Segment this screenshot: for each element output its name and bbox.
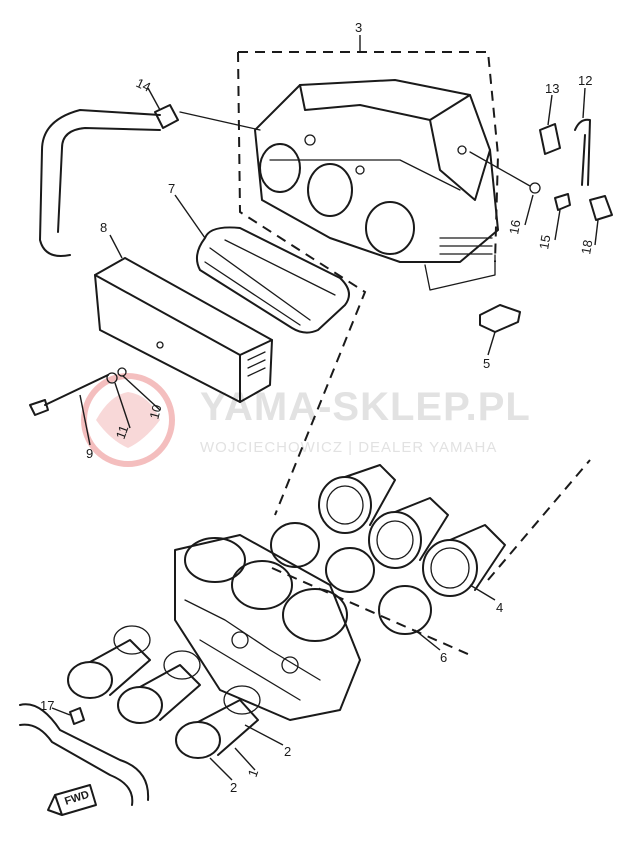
cover-bolt-assembly (29, 367, 127, 416)
air-cleaner-cover (94, 257, 273, 403)
case-port-middle (307, 163, 353, 217)
callout-2-lower: 2 (230, 780, 237, 795)
callout-2-upper: 2 (284, 744, 291, 759)
case-port-right (365, 201, 415, 255)
callout-13: 13 (545, 81, 559, 96)
callout-1: 1 (245, 767, 262, 779)
upper-clamps (270, 522, 432, 635)
callout-11: 11 (113, 423, 132, 441)
breather-pipe (19, 703, 150, 806)
seal-icon (117, 367, 127, 377)
callout-14: 14 (134, 75, 153, 95)
filter-element (195, 226, 350, 334)
callout-8: 8 (100, 220, 107, 235)
callout-labels: 3 14 13 12 7 8 16 15 18 5 9 11 10 4 6 17… (40, 20, 595, 795)
callout-5: 5 (483, 356, 490, 371)
callout-9: 9 (86, 446, 93, 461)
leader-lines (51, 35, 599, 781)
callout-7: 7 (168, 181, 175, 196)
block-part-5 (479, 304, 521, 333)
forward-arrow-icon: FWD (47, 784, 97, 816)
callout-17: 17 (40, 698, 54, 713)
callout-16: 16 (506, 219, 523, 236)
washer-icon (106, 372, 118, 384)
watermark-title: YAMA-SKLEP.PL (200, 385, 531, 429)
callout-6: 6 (440, 650, 447, 665)
case-port-left (259, 143, 301, 193)
callout-12: 12 (578, 73, 592, 88)
callout-18: 18 (578, 239, 595, 256)
lower-manifolds (67, 625, 261, 759)
hose-and-fittings (39, 104, 613, 257)
carburetor-bank (174, 534, 361, 721)
watermark-subtitle: WOJCIECHOWICZ | DEALER YAMAHA (200, 439, 497, 456)
watermark: YAMA-SKLEP.PL WOJCIECHOWICZ | DEALER YAM… (81, 373, 531, 467)
intake-joints (318, 464, 506, 597)
assembly-boundary (237, 51, 591, 656)
callout-10: 10 (146, 403, 164, 421)
callout-4: 4 (496, 600, 503, 615)
air-cleaner-case (254, 79, 499, 291)
callout-15: 15 (536, 234, 553, 251)
callout-3: 3 (355, 20, 362, 35)
